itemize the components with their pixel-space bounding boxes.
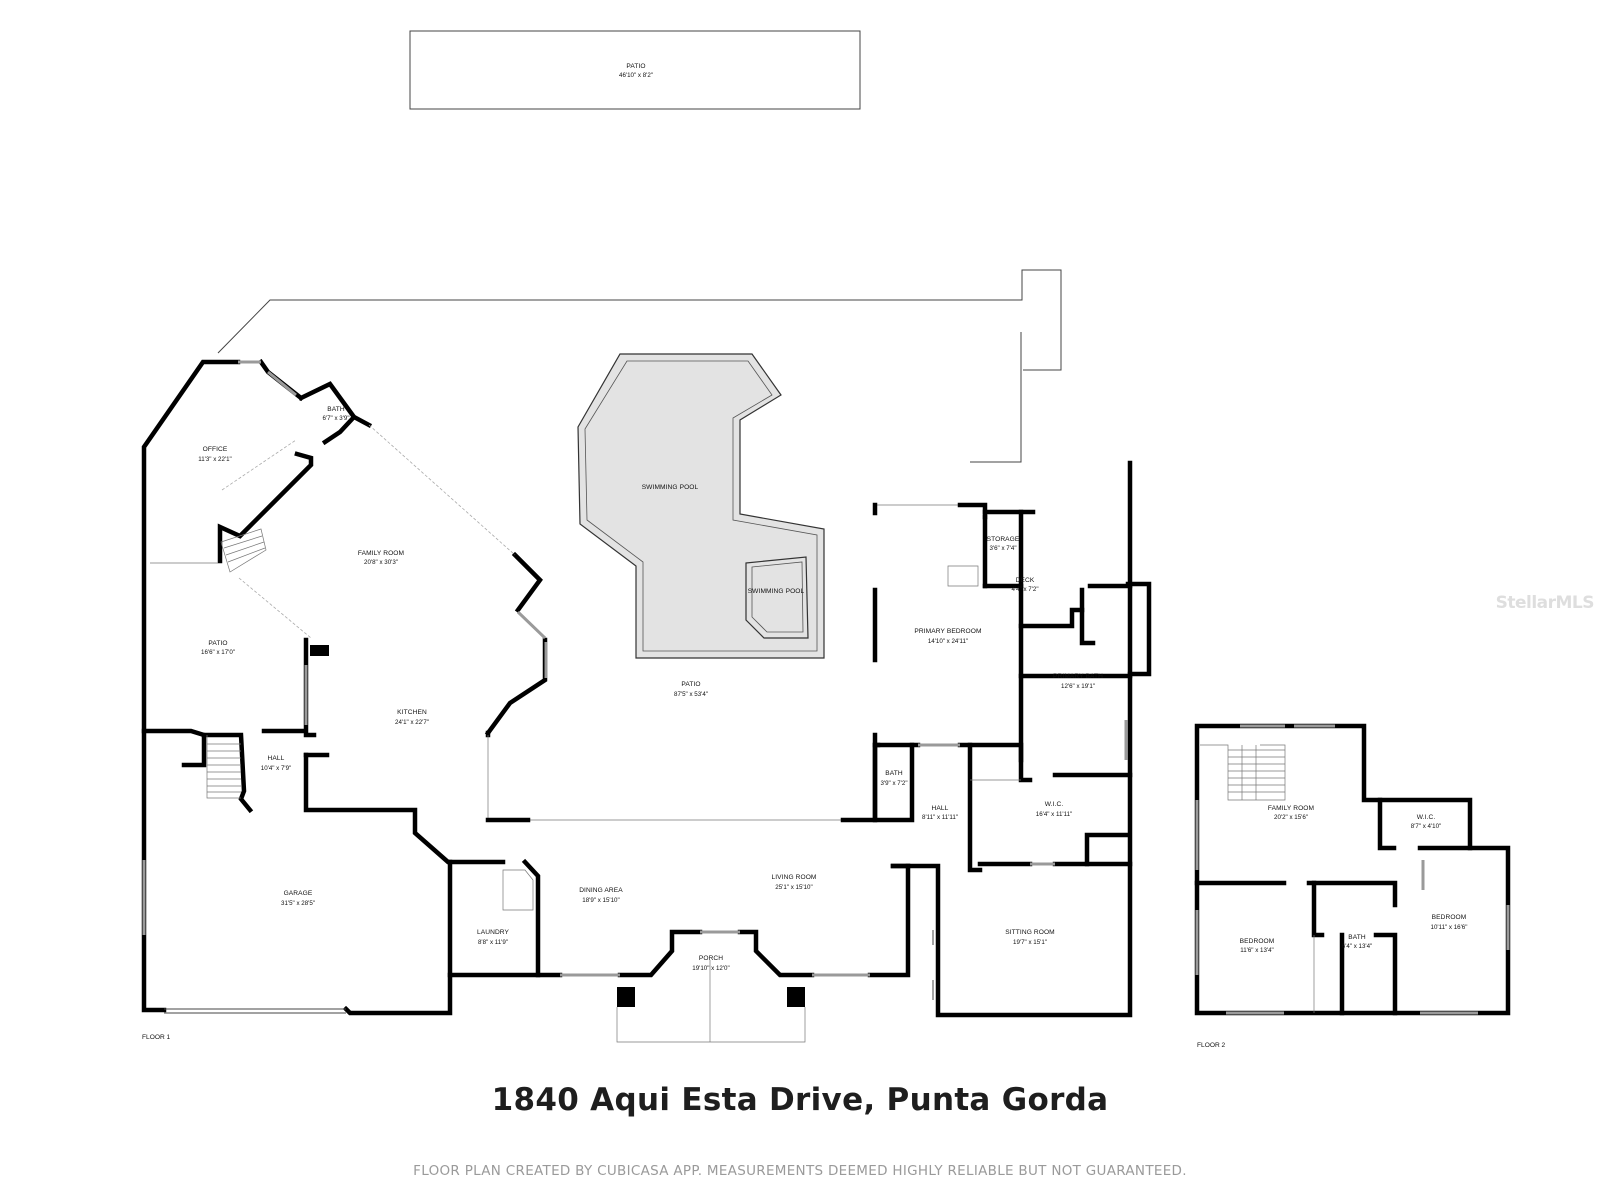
swimming-pool	[577, 353, 825, 659]
room-office-name: OFFICE	[203, 446, 228, 453]
room-bath1-name: BATH	[327, 406, 345, 413]
room-family-room-name: FAMILY ROOM	[358, 550, 404, 557]
room-sitting-room-name: SITTING ROOM	[1005, 929, 1055, 936]
property-address: 1840 Aqui Esta Drive, Punta Gorda	[491, 1082, 1109, 1118]
room-living-room-dim: 25'1" x 15'10"	[775, 884, 812, 891]
room-storage-dim: 3'6" x 7'4"	[989, 545, 1016, 552]
room-bath3-dim: 6'4" x 13'4"	[1342, 943, 1373, 950]
room-hall2-dim: 8'11" x 11'11"	[922, 814, 958, 821]
room-wic2-dim: 8'7" x 4'10"	[1411, 823, 1442, 830]
room-sitting-room-dim: 19'7" x 15'1"	[1013, 939, 1047, 946]
room-deck-dim: 4'4" x 7'2"	[1011, 586, 1038, 593]
disclaimer-text: FLOOR PLAN CREATED BY CUBICASA APP. MEAS…	[413, 1163, 1187, 1179]
watermark-logo: StellarMLS	[1495, 593, 1595, 613]
room-primary-bath-name: PRIMARY BATH	[1053, 673, 1103, 680]
room-hall1-dim: 10'4" x 7'9"	[261, 765, 292, 772]
room-office-dim: 11'3" x 22'1"	[198, 456, 231, 463]
room-kitchen-dim: 24'1" x 22'7"	[395, 719, 429, 726]
room-primary-bedroom-name: PRIMARY BEDROOM	[914, 628, 981, 635]
room-family-room-dim: 20'8" x 30'3"	[364, 559, 398, 566]
room-wic2-name: W.I.C.	[1417, 814, 1436, 821]
room-primary-bedroom-dim: 14'10" x 24'11"	[928, 638, 968, 645]
room-garage-name: GARAGE	[284, 890, 313, 897]
room-wic1-name: W.I.C.	[1045, 801, 1064, 808]
floor-1-label: FLOOR 1	[142, 1034, 171, 1041]
room-primary-bath-dim: 12'6" x 19'1"	[1061, 683, 1095, 690]
room-porch-name: PORCH	[699, 955, 723, 962]
room-dining-area-name: DINING AREA	[579, 887, 623, 894]
room-patio-main-name: PATIO	[681, 681, 700, 688]
room-bath3-name: BATH	[1348, 934, 1366, 941]
room-deck-name: DECK	[1016, 577, 1035, 584]
room-family-room-2-name: FAMILY ROOM	[1268, 805, 1314, 812]
room-patio-top-name: PATIO	[626, 63, 645, 70]
room-swimming-pool-1-name: SWIMMING POOL	[642, 484, 699, 491]
room-bedroom-a-name: BEDROOM	[1240, 938, 1275, 945]
room-swimming-pool-2-name: SWIMMING POOL	[748, 588, 805, 595]
floor-2-label: FLOOR 2	[1197, 1042, 1226, 1049]
room-bath2-name: BATH	[885, 770, 903, 777]
room-laundry-name: LAUNDRY	[477, 929, 510, 936]
floor-2-plan	[1194, 723, 1511, 1016]
room-hall2-name: HALL	[932, 805, 949, 812]
floor-1-plan	[141, 269, 1152, 1043]
room-patio-left-dim: 16'6" x 17'0"	[201, 649, 235, 656]
room-living-room-name: LIVING ROOM	[771, 874, 816, 881]
room-porch-dim: 19'10" x 12'0"	[692, 965, 729, 972]
room-dining-area-dim: 18'9" x 15'10"	[582, 897, 619, 904]
room-wic1-dim: 16'4" x 11'11"	[1036, 811, 1072, 818]
room-storage-name: STORAGE	[987, 536, 1020, 543]
room-patio-left-name: PATIO	[208, 640, 227, 647]
patio-top-area	[409, 30, 861, 110]
room-hall1-name: HALL	[268, 755, 285, 762]
room-bath1-dim: 6'7" x 3'9"	[322, 415, 349, 422]
room-garage-dim: 31'5" x 28'5"	[281, 900, 315, 907]
room-bedroom-b-dim: 10'11" x 16'6"	[1431, 924, 1468, 931]
room-kitchen-name: KITCHEN	[397, 709, 427, 716]
room-patio-top-dim: 46'10" x 8'2"	[619, 72, 653, 79]
room-family-room-2-dim: 20'2" x 15'6"	[1274, 814, 1308, 821]
room-bath2-dim: 3'9" x 7'2"	[880, 780, 907, 787]
room-labels: PATIO 46'10" x 8'2" BATH 6'7" x 3'9" OFF…	[142, 63, 1467, 1049]
room-bedroom-a-dim: 11'6" x 13'4"	[1240, 947, 1273, 954]
room-patio-main-dim: 87'5" x 53'4"	[674, 691, 708, 698]
room-laundry-dim: 8'8" x 11'9"	[478, 939, 508, 946]
room-bedroom-b-name: BEDROOM	[1432, 914, 1467, 921]
